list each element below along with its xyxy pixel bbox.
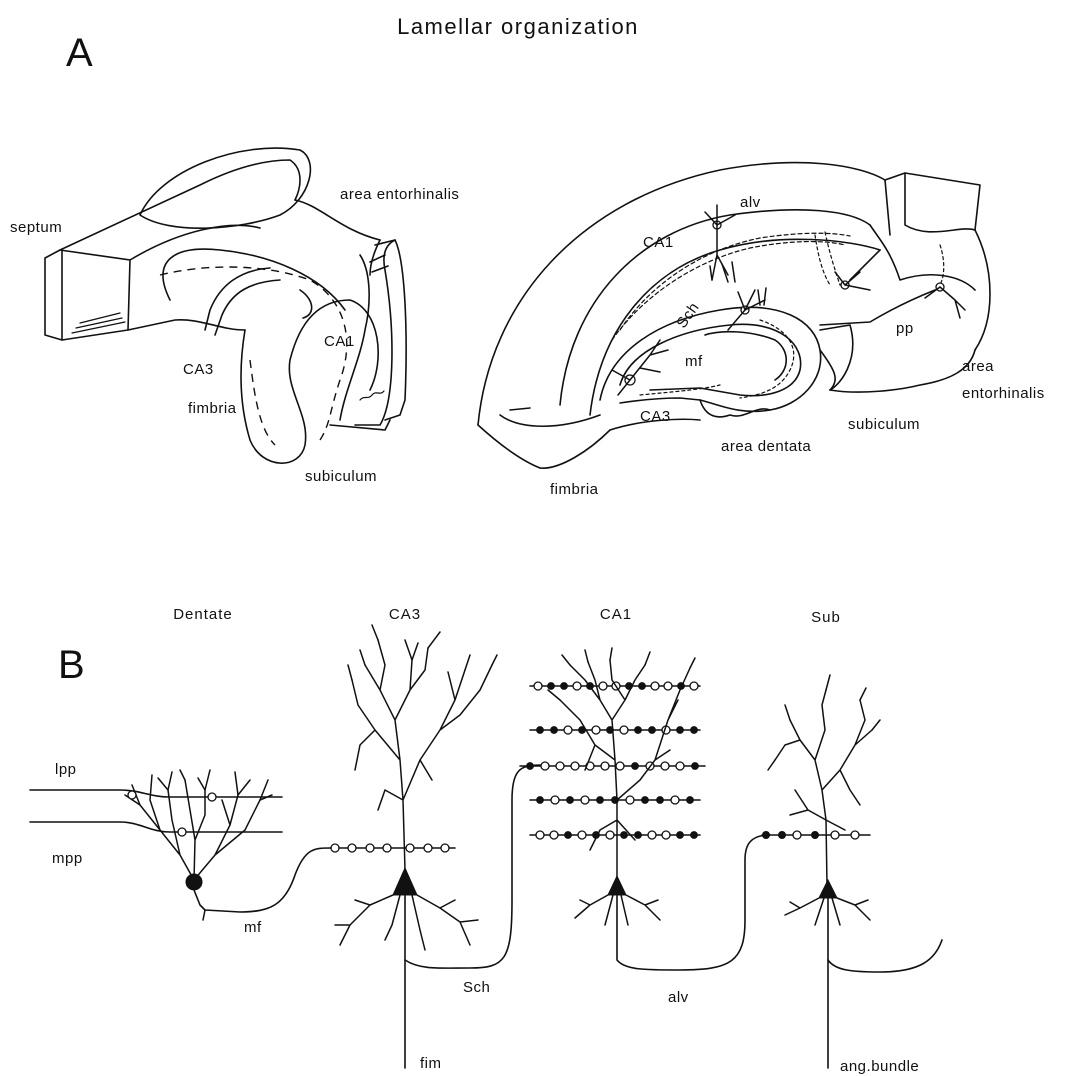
synapse-bead <box>537 797 544 804</box>
header-dentate: Dentate <box>173 606 233 623</box>
fiber-label-lpp: lpp <box>55 761 77 778</box>
synapse-bead <box>537 727 544 734</box>
left-label-subiculum: subiculum <box>305 468 377 485</box>
synapse-bead <box>551 796 559 804</box>
synapse-bead <box>651 682 659 690</box>
left-label-ca1: CA1 <box>324 333 355 350</box>
synapse-bead <box>657 797 664 804</box>
subiculum-pyramidal-cell <box>768 675 942 1068</box>
synapse-bead <box>677 727 684 734</box>
right-label-ca3: CA3 <box>640 408 671 425</box>
synapse-bead <box>691 727 698 734</box>
fiber-label-ang-bundle: ang.bundle <box>840 1058 919 1075</box>
synapse-bead <box>626 796 634 804</box>
synapse-bead <box>564 726 572 734</box>
header-ca3: CA3 <box>389 606 421 623</box>
right-label-subiculum: subiculum <box>848 416 920 433</box>
synapse-bead <box>571 762 579 770</box>
synapse-bead <box>597 797 604 804</box>
left-label-ca3: CA3 <box>183 361 214 378</box>
ca1-synapse-dots <box>527 682 699 839</box>
synapse-bead <box>527 763 534 770</box>
right-label-fimbria: fimbria <box>550 481 599 498</box>
left-label-fimbria: fimbria <box>188 400 237 417</box>
synapse-bead <box>601 762 609 770</box>
synapse-bead <box>536 831 544 839</box>
synapse-bead <box>565 832 572 839</box>
synapse-bead <box>599 682 607 690</box>
synapse-bead <box>541 762 549 770</box>
synapse-bead <box>550 831 558 839</box>
header-sub: Sub <box>811 609 841 626</box>
synapse-bead <box>578 831 586 839</box>
synapse-bead <box>692 763 699 770</box>
synapse-bead <box>606 831 614 839</box>
figure-title: Lamellar organization <box>397 14 639 39</box>
right-label-alv: alv <box>740 194 761 211</box>
synapse-bead <box>649 727 656 734</box>
left-label-septum: septum <box>10 219 62 236</box>
right-label-sch: Sch <box>673 299 703 331</box>
synapse-bead <box>534 682 542 690</box>
ca1-fiber-rows <box>520 686 705 835</box>
synapse-bead <box>687 797 694 804</box>
left-label-area-entorhinalis: area entorhinalis <box>340 186 459 203</box>
synapse-bead <box>635 727 642 734</box>
synapse-bead <box>551 727 558 734</box>
synapse-bead <box>677 832 684 839</box>
synapse-bead <box>661 762 669 770</box>
synapse-bead <box>639 683 646 690</box>
fiber-label-mf: mf <box>244 919 262 936</box>
synapse-bead <box>676 762 684 770</box>
header-ca1: CA1 <box>600 606 632 623</box>
synapse-bead <box>567 797 574 804</box>
synapse-bead <box>690 682 698 690</box>
dentate-granule-cell <box>125 770 330 920</box>
fiber-label-fim: fim <box>420 1055 442 1072</box>
synapse-bead <box>635 832 642 839</box>
mossy-fiber-synapses <box>330 844 455 852</box>
right-label-area: area <box>962 358 994 375</box>
fiber-label-sch: Sch <box>463 979 490 996</box>
panel-a-letter: A <box>66 31 93 75</box>
synapse-bead <box>548 683 555 690</box>
synapse-bead <box>662 831 670 839</box>
synapse-bead <box>573 682 581 690</box>
right-label-mf: mf <box>685 353 703 370</box>
right-label-area-dentata: area dentata <box>721 438 811 455</box>
synapse-bead <box>648 831 656 839</box>
subiculum-synapses <box>762 831 870 839</box>
right-label-pp: pp <box>896 320 914 337</box>
synapse-bead <box>556 762 564 770</box>
synapse-bead <box>642 797 649 804</box>
synapse-bead <box>581 796 589 804</box>
synapse-bead <box>592 726 600 734</box>
ca1-pyramidal-cell <box>548 648 770 970</box>
synapse-bead <box>616 762 624 770</box>
synapse-bead <box>664 682 672 690</box>
synapse-bead <box>621 832 628 839</box>
synapse-bead <box>620 726 628 734</box>
synapse-bead <box>671 796 679 804</box>
synapse-bead <box>691 832 698 839</box>
synapse-bead <box>632 763 639 770</box>
fiber-label-alv: alv <box>668 989 689 1006</box>
fiber-label-mpp: mpp <box>52 850 83 867</box>
panel-b-letter: B <box>58 643 85 687</box>
right-label-ca1: CA1 <box>643 234 674 251</box>
synapse-bead <box>561 683 568 690</box>
right-label-entorhinalis: entorhinalis <box>962 385 1045 402</box>
